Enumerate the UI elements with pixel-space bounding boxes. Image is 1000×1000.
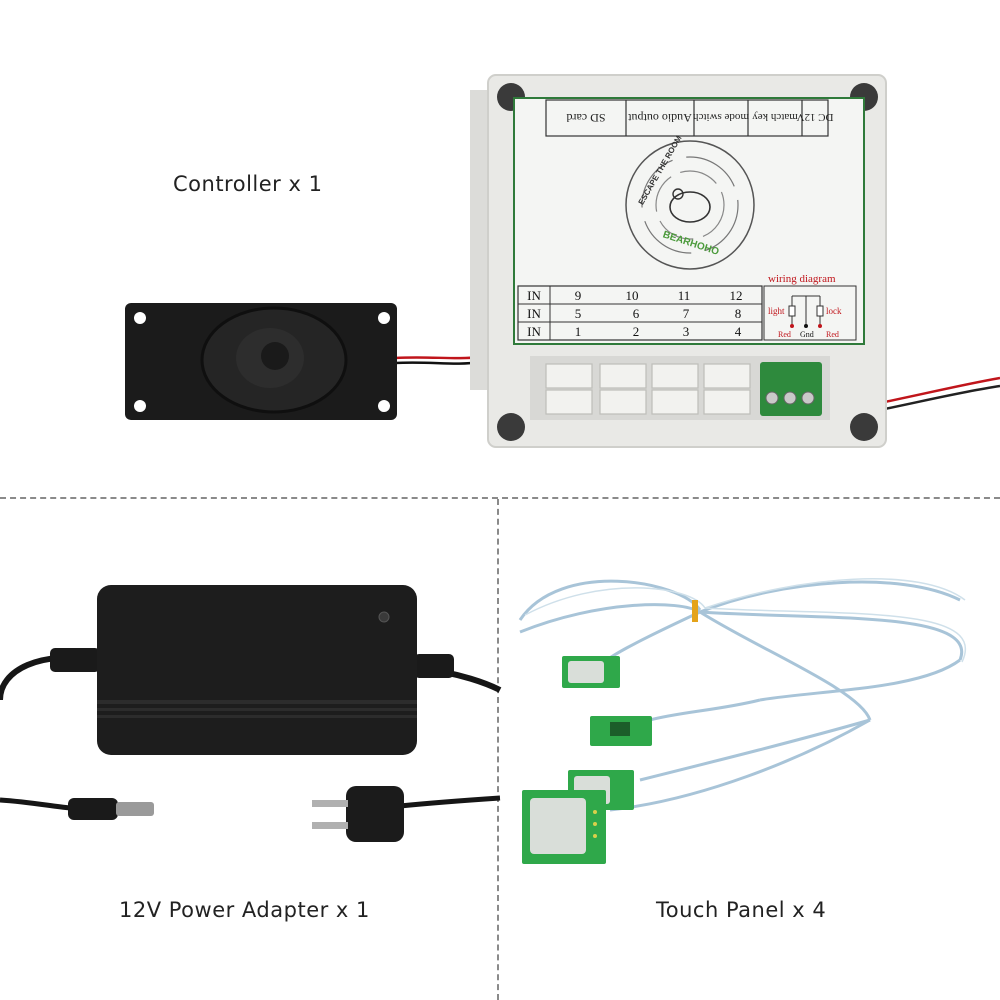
row-1-c4: 12 <box>730 288 743 303</box>
row-1-c3: 11 <box>678 288 691 303</box>
diagram-red-1: Red <box>778 330 791 339</box>
row-3-in: IN <box>527 324 541 339</box>
header-audio-output: Audio output <box>628 111 692 125</box>
row-1-c1: 9 <box>575 288 582 303</box>
power-adapter-caption: 12V Power Adapter x 1 <box>119 898 370 922</box>
header-sd-card: SD card <box>567 111 606 125</box>
row-3-c4: 4 <box>735 324 742 339</box>
power-adapter <box>0 585 502 842</box>
diagram-lock: lock <box>826 306 842 316</box>
row-2-c2: 6 <box>633 306 640 321</box>
header-match-key: match key <box>752 111 798 123</box>
header-mode-switch: mode switch <box>693 111 749 123</box>
row-3-c2: 2 <box>633 324 640 339</box>
header-dc-12v: DC 12V <box>796 111 833 123</box>
row-1-c2: 10 <box>626 288 639 303</box>
vertical-divider <box>497 499 499 1000</box>
diagram-red-2: Red <box>826 330 839 339</box>
row-1-in: IN <box>527 288 541 303</box>
screw-terminal <box>760 362 822 416</box>
wiring-diagram-title: wiring diagram <box>768 273 836 285</box>
touch-panels <box>518 578 966 864</box>
controller-box: SD card Audio output mode switch match k… <box>470 74 1000 448</box>
touch-panel-caption: Touch Panel x 4 <box>656 898 827 922</box>
row-2-c1: 5 <box>575 306 582 321</box>
diagram-gnd: Gnd <box>800 330 814 339</box>
speaker <box>125 303 481 420</box>
row-2-c4: 8 <box>735 306 742 321</box>
horizontal-divider <box>0 497 1000 499</box>
row-2-c3: 7 <box>683 306 690 321</box>
diagram-light: light <box>768 306 785 316</box>
row-3-c3: 3 <box>683 324 690 339</box>
row-3-c1: 1 <box>575 324 582 339</box>
row-2-in: IN <box>527 306 541 321</box>
controller-caption: Controller x 1 <box>173 172 323 196</box>
